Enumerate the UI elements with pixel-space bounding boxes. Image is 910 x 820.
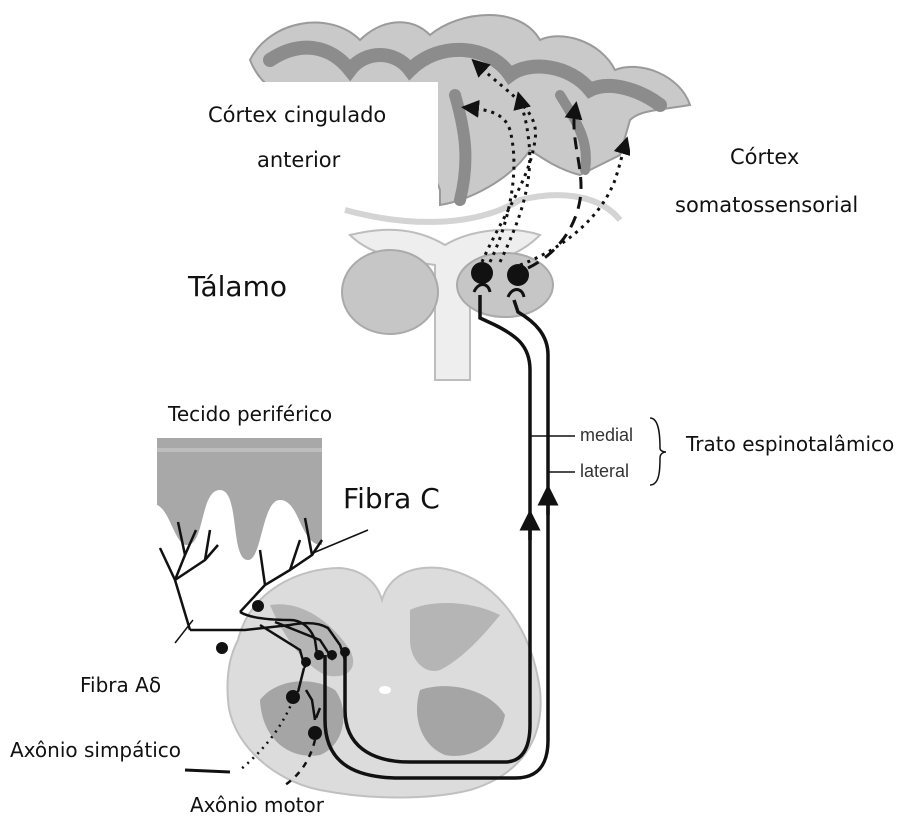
cingulate-cortex-label-2: anterior (257, 148, 340, 172)
horn-neuron-3 (327, 650, 337, 660)
cingulate-label-box (190, 82, 438, 190)
spinothalamic-tract-label: Trato espinotalâmico (686, 432, 894, 456)
a-delta-leader (175, 620, 193, 643)
diencephalon (342, 230, 553, 380)
horn-neuron-2 (314, 650, 324, 660)
tract-bracket (650, 418, 666, 485)
motor-axon-label: Axônio motor (190, 793, 324, 817)
central-canal (379, 686, 391, 694)
lateral-label: lateral (580, 461, 629, 482)
horn-neuron-1 (301, 657, 311, 667)
peripheral-tissue-label: Tecido periférico (168, 402, 332, 426)
thalamic-neuron-medial (471, 262, 493, 284)
drg-neuron-1 (252, 600, 264, 612)
drg-neuron-2 (216, 642, 228, 654)
somato-cortex-label-2: somatossensorial (675, 193, 858, 217)
sympathetic-axon-label: Axônio simpático (10, 738, 181, 762)
c-fiber-label: Fibra C (343, 482, 440, 515)
medial-label: medial (580, 425, 633, 446)
sympathetic-tick (185, 770, 230, 772)
somato-cortex-label-1: Córtex (730, 145, 799, 169)
horn-neuron-4 (340, 647, 350, 657)
left-thalamus (342, 250, 438, 334)
a-delta-fiber-label: Fibra Aδ (80, 673, 161, 697)
thalamus-label: Tálamo (188, 270, 287, 303)
motor-neuron (308, 726, 322, 740)
cingulate-cortex-label-1: Córtex cingulado (208, 103, 386, 127)
thalamic-neuron-lateral (507, 264, 529, 286)
